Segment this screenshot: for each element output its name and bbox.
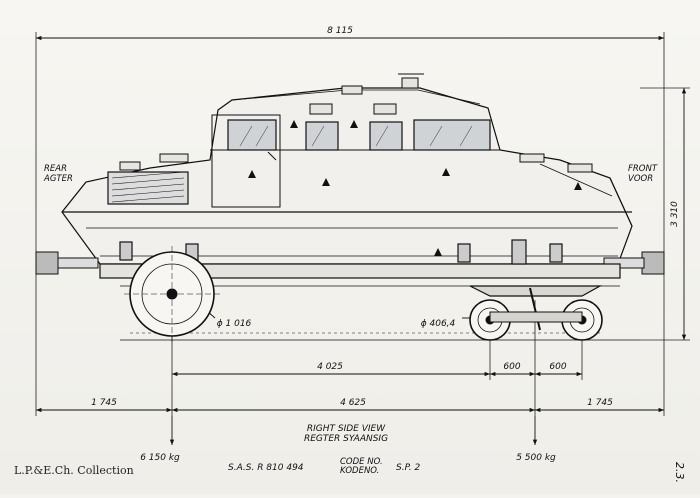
drawing-number: S.A.S. R 810 494: [228, 463, 304, 473]
collection-credit: L.P.&E.Ch. Collection: [14, 464, 134, 477]
wheels: [124, 246, 603, 342]
windows: [227, 119, 491, 151]
front-load-text: 5 500 kg: [516, 453, 556, 463]
grille-slats: [111, 171, 185, 203]
rear-buffer-bar: [57, 257, 99, 269]
window-2: [305, 121, 339, 151]
dimension-lines: [36, 35, 687, 445]
view-title-en: RIGHT SIDE VIEW: [307, 424, 386, 434]
side-door: [211, 114, 281, 208]
front-coupler: [641, 251, 665, 275]
height-text: 3 310: [670, 201, 680, 227]
margin-note: 2.3.: [673, 462, 686, 483]
rear-label-af: AGTER: [43, 174, 73, 184]
roof-periscopes: [309, 73, 424, 115]
overall-length-text: 8 115: [327, 26, 353, 36]
bogie-half-a-text: 600: [503, 362, 520, 372]
front-buffer-bar: [603, 257, 645, 269]
couplers: [35, 251, 665, 275]
rear-wheel: [124, 246, 220, 342]
window-3: [369, 121, 403, 151]
rear-overhang-text: 1 745: [91, 398, 117, 408]
window-glare: [239, 125, 473, 147]
rear-coupler: [35, 251, 59, 275]
title-block: RIGHT SIDE VIEW REGTER SYAANSIG 6 150 kg…: [140, 424, 556, 476]
front-label-af: VOOR: [628, 174, 653, 184]
window-1: [227, 119, 277, 151]
wheelbase-text: 4 625: [340, 398, 366, 408]
view-title-af: REGTER SYAANSIG: [304, 434, 388, 444]
vehicle-body: [61, 87, 633, 265]
code-label-1: CODE NO.: [340, 457, 383, 467]
side-labels: REAR AGTER FRONT VOOR: [43, 164, 658, 184]
undercarriage: [99, 239, 621, 331]
roof-line: [231, 89, 481, 105]
rear-wheel-dia-text: ϕ 1 016: [217, 319, 252, 329]
shoulder-hatches: [119, 153, 593, 173]
bogie-half-b-text: 600: [549, 362, 566, 372]
door-handle: [267, 151, 277, 161]
code-value: S.P. 2: [396, 463, 420, 473]
rear-load-text: 6 150 kg: [140, 453, 180, 463]
front-overhang-text: 1 745: [587, 398, 613, 408]
leaf-spring: [469, 285, 603, 297]
code-label-2: KODENO.: [340, 466, 379, 476]
rear-label-en: REAR: [44, 164, 67, 174]
wheelbase-partial-text: 4 025: [317, 362, 343, 372]
front-damper: [511, 239, 527, 265]
window-4: [413, 119, 491, 151]
front-wheel-dia-text: ϕ 406,4: [421, 319, 456, 329]
dimension-texts: 8 115 3 310 ϕ 1 016 ϕ 406,4 4 025 600 60…: [91, 26, 680, 408]
front-label-en: FRONT: [628, 164, 658, 174]
bogie-frame: [489, 311, 583, 323]
